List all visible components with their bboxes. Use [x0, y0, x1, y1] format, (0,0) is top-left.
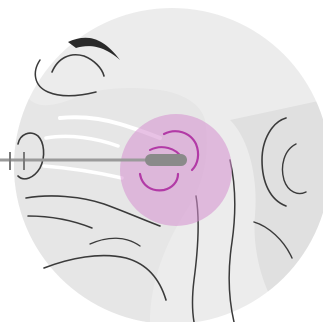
swab-tip	[145, 154, 187, 166]
